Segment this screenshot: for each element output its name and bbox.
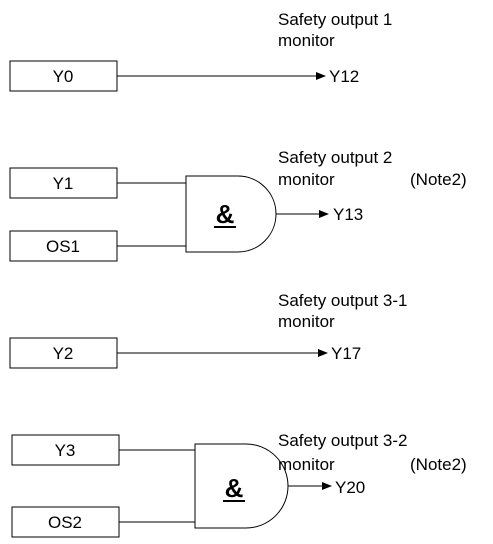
monitor-title-line1: Safety output 2 bbox=[278, 148, 392, 167]
input-label-os2: OS2 bbox=[48, 513, 82, 532]
input-box-y3 bbox=[11, 434, 120, 466]
circuit-safety-output-3-2: Y3 OS2 & Y20 Safety output 3-2 monitor (… bbox=[11, 431, 467, 538]
note-label: (Note2) bbox=[410, 170, 467, 189]
monitor-title-line2: monitor bbox=[278, 312, 335, 331]
monitor-title-line1: Safety output 3-1 bbox=[278, 291, 407, 310]
monitor-title-line1: Safety output 3-2 bbox=[278, 431, 407, 450]
circuit-safety-output-1: Y0 Y12 Safety output 1 monitor bbox=[9, 10, 392, 92]
input-box-y0 bbox=[9, 60, 118, 92]
and-gate bbox=[194, 443, 289, 529]
input-box-y1 bbox=[9, 167, 118, 199]
monitor-title-line2: monitor bbox=[278, 31, 335, 50]
note-label: (Note2) bbox=[410, 455, 467, 474]
output-label-y20: Y20 bbox=[335, 478, 365, 497]
input-label-y2: Y2 bbox=[53, 344, 74, 363]
monitor-title-line2: monitor bbox=[278, 170, 335, 189]
output-label-y13: Y13 bbox=[333, 205, 363, 224]
circuit-safety-output-3-1: Y2 Y17 Safety output 3-1 monitor bbox=[9, 291, 407, 369]
output-label-y12: Y12 bbox=[329, 67, 359, 86]
and-gate-symbol: & bbox=[216, 199, 235, 229]
input-label-y3: Y3 bbox=[55, 441, 76, 460]
input-label-y1: Y1 bbox=[53, 174, 74, 193]
input-box-os1 bbox=[9, 230, 118, 262]
and-gate-symbol: & bbox=[225, 473, 244, 503]
input-label-os1: OS1 bbox=[46, 237, 80, 256]
output-label-y17: Y17 bbox=[331, 344, 361, 363]
input-box-os2 bbox=[11, 506, 120, 538]
circuit-safety-output-2: Y1 OS1 & Y13 Safety output 2 monitor (No… bbox=[9, 148, 467, 262]
input-label-y0: Y0 bbox=[53, 67, 74, 86]
input-box-y2 bbox=[9, 337, 118, 369]
and-gate bbox=[185, 175, 277, 253]
monitor-title-line1: Safety output 1 bbox=[278, 10, 392, 29]
monitor-title-line2: monitor bbox=[278, 455, 335, 474]
